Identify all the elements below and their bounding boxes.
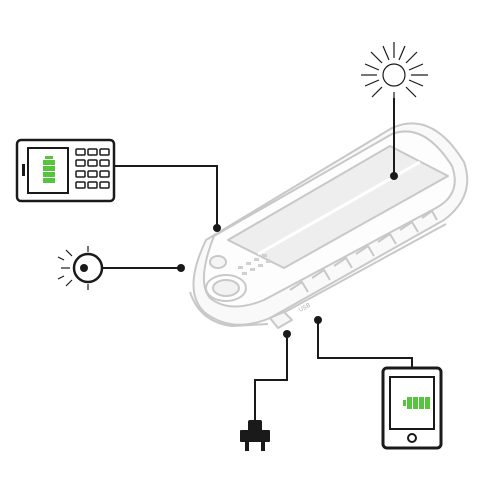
usb-port-cover [269, 311, 293, 329]
phone-keypad [75, 148, 110, 189]
phone-connector [114, 165, 218, 226]
flashlight-icon [57, 246, 104, 290]
mobile-phone-icon [15, 138, 116, 203]
usb-port-label: USB [298, 302, 312, 314]
plug-connector [254, 334, 288, 420]
tablet-battery-icon [403, 397, 430, 409]
flashlight-lens [209, 255, 227, 269]
connector-endpoints [177, 172, 398, 338]
power-indicator-leds [238, 254, 271, 275]
solar-power-bank-icon [189, 122, 469, 329]
sun-icon [361, 42, 428, 104]
device-ridges [289, 210, 438, 293]
phone-battery-icon [43, 156, 55, 183]
power-plug-icon [240, 420, 270, 451]
device-side-edge [189, 291, 269, 327]
tablet-icon [381, 366, 443, 450]
connector-lines [100, 98, 413, 420]
tablet-connector [317, 320, 413, 368]
